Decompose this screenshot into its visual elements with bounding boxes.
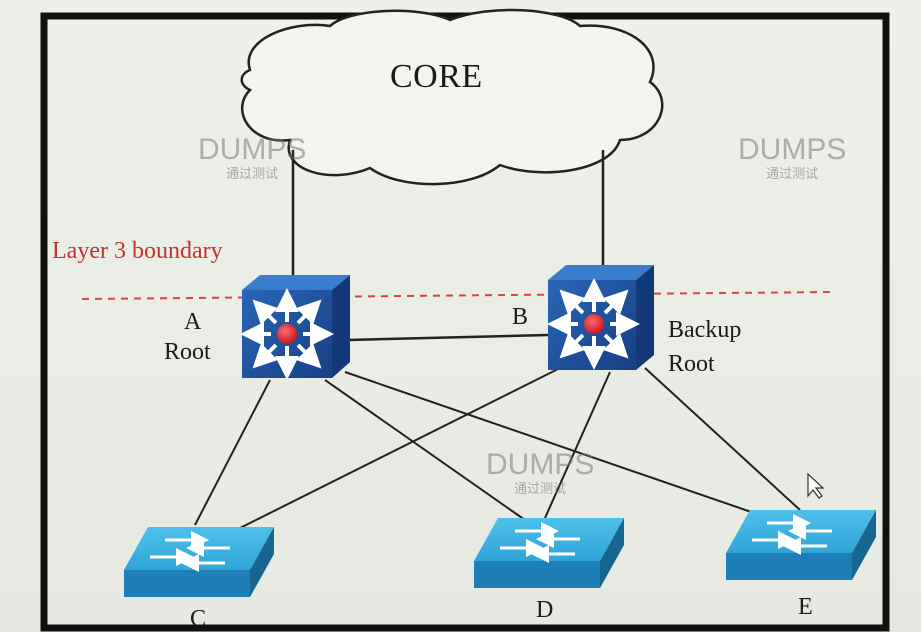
link-b-c [239, 367, 561, 529]
layer3-boundary-label: Layer 3 boundary [52, 238, 223, 264]
switch-e-letter: E [798, 594, 813, 620]
switch-d-letter: D [536, 597, 554, 623]
core-label: CORE [390, 58, 483, 95]
switch-a-letter: A [184, 309, 202, 335]
watermark-left: DUMPS 通过测试 [198, 133, 307, 181]
multilayer-switch-b [547, 265, 654, 370]
backup-root-indicator-icon [584, 314, 604, 334]
cursor-icon [807, 472, 825, 499]
switch-c-letter: C [190, 606, 207, 632]
link-b-d [544, 371, 611, 519]
access-switch-d [474, 518, 624, 588]
link-a-c [194, 379, 271, 526]
link-a-b [347, 333, 549, 342]
access-switch-e [726, 510, 876, 580]
link-a-e [344, 371, 761, 516]
watermark-right: DUMPS 通过测试 [738, 133, 847, 181]
switch-b-role-line2: Root [668, 351, 715, 377]
switch-a-role: Root [164, 339, 211, 365]
link-b-e [644, 367, 801, 511]
switch-b-role-line1: Backup [668, 317, 742, 343]
multilayer-switch-a [240, 275, 350, 380]
layer3-boundary-line [81, 291, 833, 300]
switch-b-letter: B [512, 304, 529, 330]
watermark-center: DUMPS 通过测试 [486, 448, 595, 496]
access-switch-c [124, 527, 274, 597]
cloud-icon [240, 8, 664, 186]
link-a-d [324, 379, 526, 521]
root-indicator-icon [277, 324, 297, 344]
